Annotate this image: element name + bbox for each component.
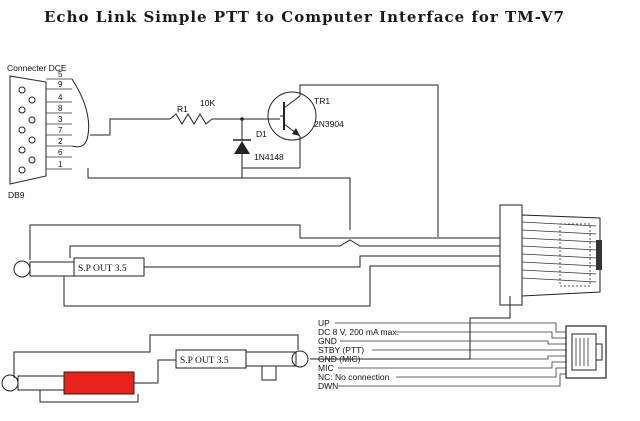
wire-upper-plug-return bbox=[63, 265, 510, 307]
wire-lower-plug-link bbox=[134, 359, 176, 384]
lower-red-plug-body bbox=[63, 371, 135, 395]
wire-lower-plug-return bbox=[39, 390, 139, 403]
resistor-ref-label: R1 bbox=[177, 104, 188, 114]
wire-ground-bus bbox=[87, 168, 351, 230]
wire-upper-plug-tip bbox=[69, 239, 510, 258]
wire-lower-shield bbox=[13, 334, 299, 378]
pinout-line: NC: No connection bbox=[318, 372, 390, 382]
rj45-boot bbox=[499, 204, 523, 306]
rj45-conductor bbox=[521, 253, 597, 259]
db9-pin-hole bbox=[18, 146, 26, 154]
db9-pin-hole bbox=[18, 126, 26, 134]
rj45-jack-notch bbox=[595, 343, 603, 361]
rj45-latch bbox=[596, 240, 602, 270]
rj45-conductor bbox=[521, 277, 597, 283]
pinout-line: GND bbox=[318, 336, 337, 346]
pinout-leader bbox=[340, 340, 566, 345]
rj45-jack-body bbox=[565, 325, 607, 379]
rj45-conductor bbox=[521, 269, 597, 275]
lower-plug-sleeve bbox=[245, 351, 297, 367]
db9-shell bbox=[9, 75, 47, 185]
pinout-legend: UP DC 8 V, 200 mA max. GND STBY (PTT) GN… bbox=[318, 318, 566, 391]
transistor-part-label: 2N3904 bbox=[314, 119, 344, 129]
db9-name-label: DB9 bbox=[8, 190, 25, 200]
lower-right-plug-tip bbox=[291, 350, 309, 368]
rj45-conductor bbox=[521, 261, 597, 267]
resistor-r1 bbox=[169, 113, 213, 125]
rj45-conductor bbox=[521, 245, 597, 251]
rj45-jack bbox=[565, 325, 607, 379]
upper-plug-label: S.P OUT 3.5 bbox=[78, 264, 127, 274]
db9-pin-number: 2 bbox=[58, 137, 63, 146]
pinout-leader bbox=[396, 331, 566, 339]
transistor-tr1 bbox=[267, 91, 317, 141]
db9-pin-number: 4 bbox=[58, 93, 63, 102]
lower-left-plug-tip bbox=[1, 374, 19, 392]
db9-header-label: Connecter DCE bbox=[7, 63, 67, 73]
db9-pin-number: 7 bbox=[58, 126, 63, 135]
rj45-conductor bbox=[521, 221, 597, 227]
pinout-line: STBY (PTT) bbox=[318, 345, 364, 355]
pinout-leader bbox=[396, 367, 566, 378]
wire-lower-plug-ring bbox=[261, 366, 277, 381]
wire-lower-to-rj45 bbox=[310, 296, 511, 360]
pinout-leader bbox=[338, 373, 566, 387]
rj45-contacts bbox=[559, 223, 591, 287]
diode-d1 bbox=[234, 141, 250, 154]
pinout-line: DC 8 V, 200 mA max. bbox=[318, 327, 399, 337]
db9-pin-hole bbox=[28, 96, 36, 104]
db9-pin-hole bbox=[28, 136, 36, 144]
wire-collector-to-ptt bbox=[299, 84, 439, 237]
wire-upper-plug-ring bbox=[144, 255, 510, 268]
db9-pin-number: 8 bbox=[58, 104, 63, 113]
transistor-ref-label: TR1 bbox=[314, 96, 330, 106]
db9-jumper-loop bbox=[71, 78, 90, 148]
db9-pin-hole bbox=[18, 106, 26, 114]
db9-connector: 5 9 4 8 3 7 2 6 1 bbox=[9, 70, 90, 185]
rj45-conductor bbox=[521, 229, 597, 235]
wire-upper-plug-shield bbox=[29, 224, 510, 260]
diode-part-label: 1N4148 bbox=[254, 152, 284, 162]
upper-plug-sleeve bbox=[29, 261, 77, 277]
upper-plug-tip bbox=[13, 260, 31, 278]
db9-pin-hole bbox=[18, 86, 26, 94]
db9-pin-number: 1 bbox=[58, 160, 63, 169]
db9-pin-hole bbox=[18, 166, 26, 174]
transistor-emitter-arrow bbox=[292, 128, 300, 136]
pinout-leader bbox=[338, 361, 566, 369]
pinout-line: UP bbox=[318, 318, 330, 328]
pinout-leader bbox=[335, 322, 566, 333]
pinout-line: DWN bbox=[318, 381, 338, 391]
db9-pin-hole bbox=[28, 156, 36, 164]
db9-pin-number: 5 bbox=[58, 70, 63, 79]
transistor-collector bbox=[283, 95, 301, 109]
db9-pin-hole bbox=[28, 116, 36, 124]
lower-plug-label: S.P OUT 3.5 bbox=[180, 356, 229, 366]
lower-left-plug-sleeve bbox=[17, 375, 67, 391]
diagram-title: Echo Link Simple PTT to Computer Interfa… bbox=[44, 8, 565, 26]
db9-pin-number: 3 bbox=[58, 115, 63, 124]
wire-pin7-to-r1 bbox=[90, 118, 170, 136]
db9-pin-number: 6 bbox=[58, 148, 63, 157]
db9-pin-number: 9 bbox=[58, 80, 63, 89]
rj45-housing bbox=[521, 214, 601, 297]
diode-ref-label: D1 bbox=[256, 129, 267, 139]
rj45-plug bbox=[499, 204, 602, 306]
pinout-line: MIC bbox=[318, 363, 334, 373]
resistor-value-label: 10K bbox=[200, 98, 215, 108]
rj45-conductor bbox=[521, 237, 597, 243]
transistor-body bbox=[267, 91, 317, 141]
